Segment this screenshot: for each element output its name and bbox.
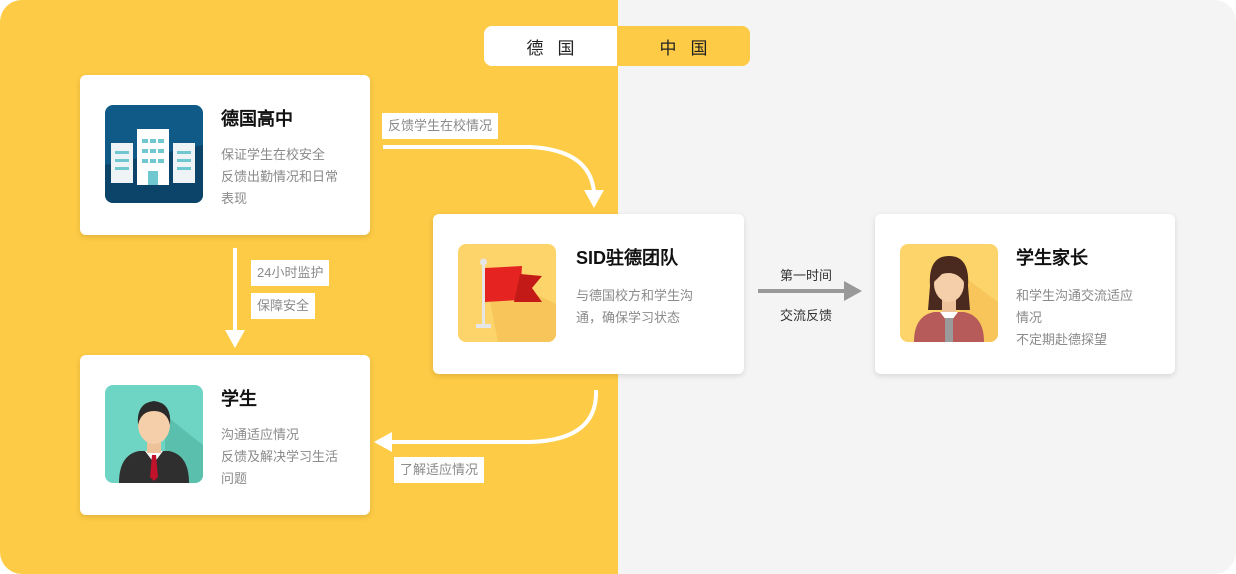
card-description: 沟通适应情况 反馈及解决学习生活 问题	[221, 427, 339, 486]
tab-germany[interactable]: 德国	[484, 26, 617, 66]
arrow-team-to-student-head	[374, 432, 392, 452]
card-description: 和学生沟通交流适应 情况 不定期赴德探望	[1016, 288, 1134, 347]
card-description: 保证学生在校安全 反馈出勤情况和日常 表现	[221, 147, 339, 206]
card-sid-team: SID驻德团队 与德国校方和学生沟 通，确保学习状态	[433, 214, 744, 374]
card-parent: 学生家长 和学生沟通交流适应 情况 不定期赴德探望	[875, 214, 1175, 374]
card-student: 学生 沟通适应情况 反馈及解决学习生活 问题	[80, 355, 370, 515]
buildings-icon	[105, 105, 203, 203]
region-tabs: 德国 中国	[484, 26, 750, 66]
arrow-team-to-parent-head	[844, 281, 862, 301]
arrow-team-to-student	[392, 389, 599, 444]
card-title: 学生家长	[1016, 248, 1088, 268]
label-team-to-student: 了解适应情况	[394, 457, 485, 483]
card-title: SID驻德团队	[576, 248, 679, 268]
tab-china[interactable]: 中国	[617, 26, 750, 66]
male-student-avatar-icon	[105, 385, 203, 483]
label-monitor-24h: 24小时监护	[251, 260, 330, 286]
card-title: 德国高中	[221, 109, 293, 129]
female-parent-avatar-icon	[900, 244, 998, 342]
arrow-school-to-team	[383, 145, 596, 193]
card-description: 与德国校方和学生沟 通，确保学习状态	[576, 288, 694, 325]
label-first-time: 第一时间	[780, 268, 833, 283]
label-school-to-team: 反馈学生在校情况	[382, 113, 499, 139]
arrow-school-to-team-head	[584, 190, 604, 208]
red-flag-icon	[458, 244, 556, 342]
arrow-school-to-student-head	[225, 330, 245, 348]
card-german-high-school: 德国高中 保证学生在校安全 反馈出勤情况和日常 表现	[80, 75, 370, 235]
label-exchange-feedback: 交流反馈	[780, 308, 833, 323]
label-ensure-safety: 保障安全	[251, 293, 316, 319]
card-title: 学生	[221, 389, 257, 409]
